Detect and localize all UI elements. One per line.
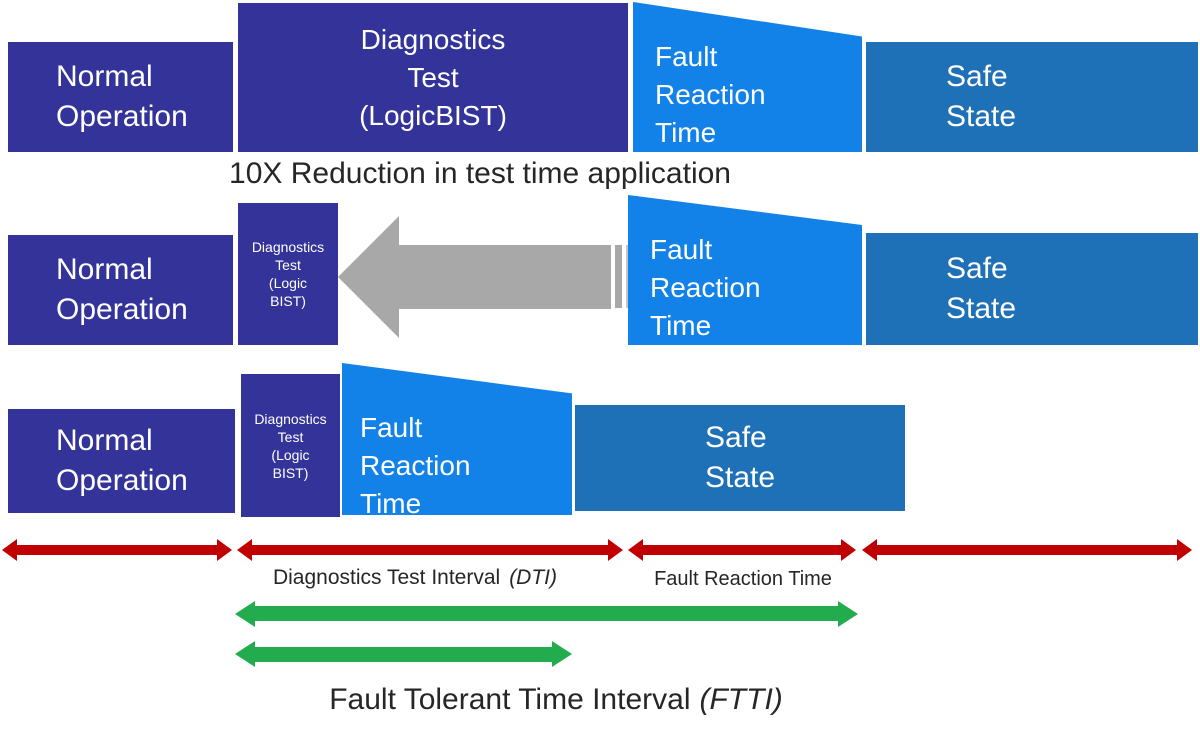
box-label-line: Normal bbox=[56, 253, 153, 286]
interval-arrow-normal-operation bbox=[2, 538, 232, 561]
ftti-arrow-long bbox=[235, 600, 858, 627]
box-label-line: Test bbox=[275, 257, 301, 273]
box-label: Fault Reaction Time bbox=[650, 231, 761, 345]
box-safe-state-row1: Safe State bbox=[866, 42, 1198, 152]
caption-ftti: Fault Tolerant Time Interval(FTTI) bbox=[256, 682, 856, 718]
box-label-line: (LogicBIST) bbox=[359, 99, 507, 131]
arrow-head-right bbox=[838, 600, 858, 627]
arrow-head-left bbox=[235, 641, 255, 667]
box-label-line: Test bbox=[407, 61, 459, 93]
arrow-head-right bbox=[1177, 538, 1192, 561]
box-normal-operation-row2: Normal Operation bbox=[8, 235, 233, 345]
ftti-arrow-short bbox=[235, 640, 572, 668]
box-label-line: Fault bbox=[650, 234, 713, 265]
arrow-head-left bbox=[235, 600, 255, 627]
arrow-shaft bbox=[877, 544, 1177, 555]
box-normal-operation-row3: Normal Operation bbox=[8, 409, 235, 513]
box-label-line: Normal bbox=[56, 60, 153, 93]
caption-ftti-text: Fault Tolerant Time Interval bbox=[329, 683, 691, 716]
arrow-head-right bbox=[552, 641, 572, 667]
label-dti-text: Diagnostics Test Interval bbox=[272, 566, 501, 589]
box-label-line: Safe bbox=[946, 252, 1008, 285]
box-fault-reaction-time-row2: Fault Reaction Time bbox=[628, 195, 862, 345]
box-fault-reaction-time-row3: Fault Reaction Time bbox=[342, 363, 572, 515]
arrow-shaft bbox=[252, 544, 608, 555]
box-label-line: State bbox=[946, 100, 1017, 133]
box-label-line: Fault bbox=[655, 41, 718, 72]
arrow-head-right bbox=[608, 538, 623, 561]
arrow-break-bar bbox=[615, 245, 622, 308]
box-label-line: Safe bbox=[705, 421, 767, 454]
arrow-head-left bbox=[628, 538, 643, 561]
box-label-line: Operation bbox=[56, 464, 188, 497]
arrow-shaft bbox=[399, 244, 611, 309]
reduction-left-arrow-icon bbox=[338, 215, 611, 338]
box-label-line: Operation bbox=[56, 100, 188, 133]
box-label-line: Reaction bbox=[650, 272, 761, 303]
arrow-shaft bbox=[255, 606, 838, 621]
label-fault-reaction-time: Fault Reaction Time bbox=[654, 568, 832, 590]
interval-arrow-fault-reaction-time bbox=[628, 538, 856, 561]
box-label-line: Safe bbox=[946, 60, 1008, 93]
box-label-line: (Logic bbox=[271, 446, 310, 463]
box-safe-state-row2: Safe State bbox=[866, 233, 1198, 345]
box-label: Fault Reaction Time bbox=[655, 38, 766, 152]
arrow-head-right bbox=[841, 538, 856, 561]
box-diagnostics-test-row2: Diagnostics Test (Logic BIST) bbox=[238, 203, 338, 345]
arrow-shaft bbox=[255, 646, 552, 662]
box-label-line: Time bbox=[655, 117, 717, 148]
box-label: Fault Reaction Time bbox=[360, 409, 471, 519]
box-label-line: Reaction bbox=[655, 79, 766, 110]
box-label-line: Operation bbox=[56, 293, 188, 326]
box-safe-state-row3: Safe State bbox=[575, 405, 905, 511]
arrow-head-left bbox=[862, 538, 877, 561]
box-fault-reaction-time-row1: Fault Reaction Time bbox=[633, 2, 862, 152]
box-label-line: Diagnostics bbox=[360, 23, 506, 55]
caption-ftti-abbr: (FTTI) bbox=[699, 683, 783, 716]
box-diagnostics-test-row3: Diagnostics Test (Logic BIST) bbox=[241, 374, 340, 517]
box-label-line: (Logic bbox=[268, 275, 308, 291]
arrow-head-left bbox=[237, 538, 252, 561]
arrow-head-left bbox=[2, 538, 17, 561]
interval-arrow-dti bbox=[237, 538, 623, 561]
arrow-shaft bbox=[643, 544, 841, 555]
box-label-line: Time bbox=[360, 488, 422, 519]
arrow-shaft bbox=[17, 544, 217, 555]
box-label-line: Diagnostics bbox=[254, 410, 327, 427]
box-normal-operation-row1: Normal Operation bbox=[8, 42, 233, 152]
box-label-line: BIST) bbox=[272, 464, 309, 481]
label-dti-abbr: (DTI) bbox=[509, 566, 558, 589]
box-diagnostics-test-row1: Diagnostics Test (LogicBIST) bbox=[238, 3, 628, 152]
caption-test-time-reduction: 10X Reduction in test time application bbox=[229, 157, 731, 190]
label-dti: Diagnostics Test Interval (DTI) bbox=[240, 566, 590, 590]
box-label-line: BIST) bbox=[270, 293, 306, 309]
box-label-line: Test bbox=[277, 428, 304, 445]
box-label-line: State bbox=[705, 461, 776, 494]
box-label-line: Reaction bbox=[360, 450, 471, 481]
arrow-head-left bbox=[338, 215, 399, 338]
box-label-line: State bbox=[946, 292, 1017, 325]
box-label-line: Normal bbox=[56, 424, 153, 457]
box-label-line: Fault bbox=[360, 412, 423, 443]
interval-arrow-safe-state bbox=[862, 538, 1192, 561]
arrow-head-right bbox=[217, 538, 232, 561]
box-label-line: Diagnostics bbox=[251, 239, 325, 255]
box-label-line: Time bbox=[650, 310, 712, 341]
